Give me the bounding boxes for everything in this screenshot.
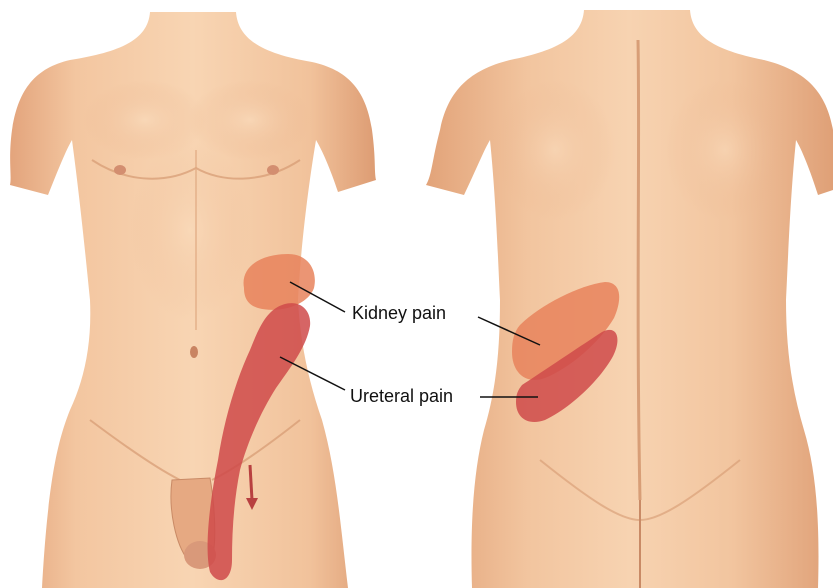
front-nipple-left (114, 165, 126, 175)
back-torso-figure (426, 10, 833, 588)
back-torso-body (426, 10, 833, 588)
front-navel (190, 346, 198, 358)
back-spine (638, 40, 640, 500)
front-nipple-right (267, 165, 279, 175)
ureteral-pain-label: Ureteral pain (350, 387, 453, 405)
kidney-pain-label: Kidney pain (352, 304, 446, 322)
front-torso-figure (10, 12, 376, 588)
